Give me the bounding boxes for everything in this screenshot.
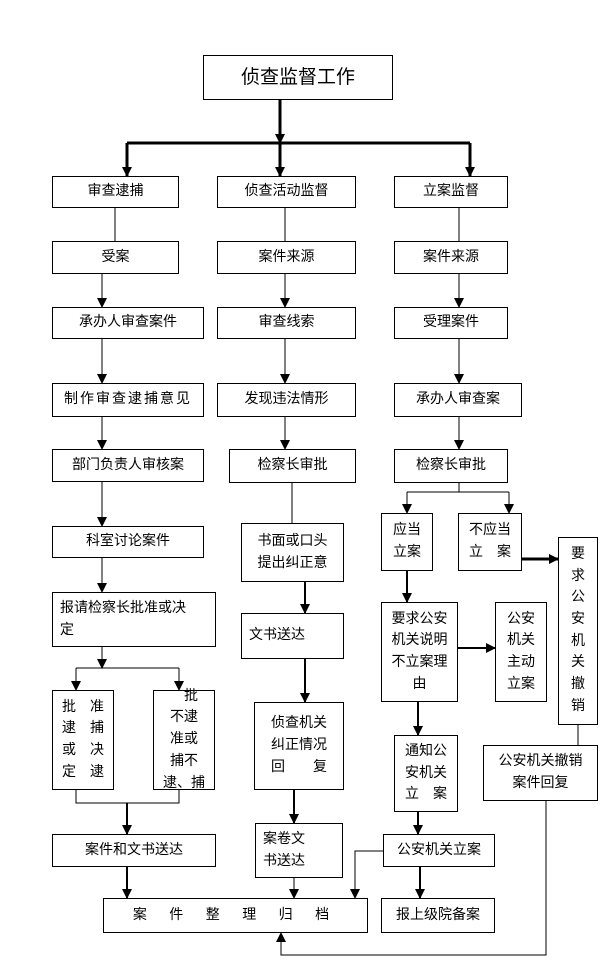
flow-title: 侦查监督工作 bbox=[203, 55, 393, 100]
step-chief-approval-right: 检察长审批 bbox=[394, 449, 508, 483]
step-review-leads: 审查线索 bbox=[217, 307, 356, 339]
step-handler-review-right: 承办人审查案 bbox=[394, 383, 522, 417]
step-police-filed: 公安机关立案 bbox=[383, 834, 495, 867]
step-police-active-filing: 公安 机关 主动 立案 bbox=[495, 602, 547, 702]
step-archive: 案 件 整 理 归 档 bbox=[103, 898, 368, 933]
outcome-should-not-file: 不应当 立 案 bbox=[458, 513, 522, 571]
step-police-revoke-reply: 公安机关撤销 案件回复 bbox=[483, 745, 598, 801]
header-arrest-review: 审查逮捕 bbox=[52, 176, 179, 208]
step-handler-review: 承办人审查案件 bbox=[52, 307, 204, 339]
step-investigator-correction-reply: 侦查机关 纠正情况 回 复 bbox=[254, 702, 344, 790]
step-report-superior: 报上级院备案 bbox=[381, 898, 495, 933]
step-find-violation: 发现违法情形 bbox=[217, 383, 356, 417]
arrow bbox=[276, 801, 547, 956]
step-accept-case: 受案 bbox=[52, 241, 179, 274]
step-case-file-delivery: 案卷文 书送达 bbox=[255, 823, 343, 878]
step-document-delivery: 文书送达 bbox=[241, 613, 344, 659]
arrow bbox=[350, 850, 383, 899]
step-draft-arrest-opinion: 制作审查逮捕意见 bbox=[52, 383, 204, 417]
step-section-discussion: 科室讨论案件 bbox=[52, 526, 204, 558]
step-accept-case-right: 受理案件 bbox=[394, 307, 508, 339]
outcome-reject-arrest: 批 不逮 准或 捕不 逮、捕 bbox=[153, 688, 215, 791]
outcome-should-file: 应当 立案 bbox=[381, 513, 433, 571]
step-chief-approval-mid: 检察长审批 bbox=[229, 449, 356, 483]
step-require-police-revoke: 要 求 公 安 机 关 撤 销 bbox=[558, 537, 598, 725]
step-case-source-right: 案件来源 bbox=[394, 241, 508, 274]
step-request-chief-approval: 报请检察长批准或决 定 bbox=[52, 592, 216, 647]
step-case-source-mid: 案件来源 bbox=[217, 241, 356, 274]
step-require-police-explain: 要求公安 机关说明 不立案理 由 bbox=[381, 602, 458, 702]
header-investigation-supervision: 侦查活动监督 bbox=[217, 176, 356, 208]
step-dept-head-review: 部门负责人审核案 bbox=[52, 449, 204, 482]
outcome-approve-arrest: 批 准 逮 捕 或 决 定 逮 bbox=[52, 690, 114, 790]
step-correction-opinion: 书面或口头 提出纠正意 bbox=[241, 523, 344, 582]
header-case-filing-supervision: 立案监督 bbox=[394, 176, 508, 208]
step-notify-police-file: 通知公 安机关 立 案 bbox=[394, 735, 458, 812]
step-case-documents-delivered: 案件和文书送达 bbox=[52, 834, 216, 867]
